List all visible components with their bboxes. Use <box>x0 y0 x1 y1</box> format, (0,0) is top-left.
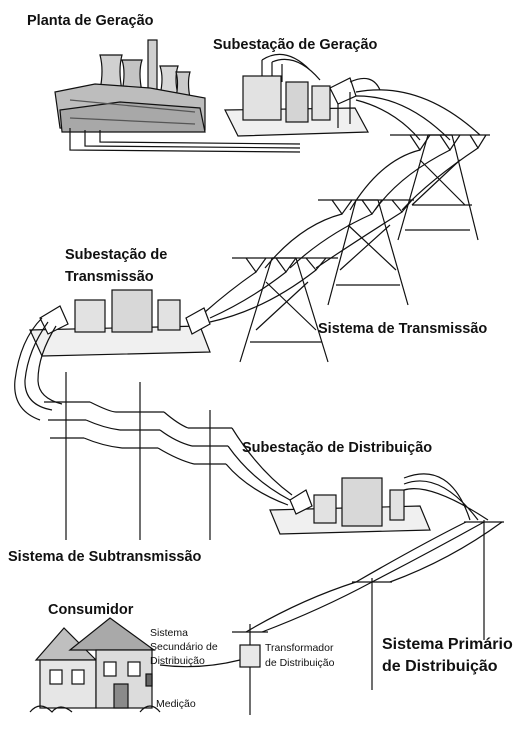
transmission-towers <box>232 89 490 363</box>
generation-plant-illustration <box>54 39 301 153</box>
label-sistema-secundario-line2: Secundário de <box>150 641 218 653</box>
label-transformador-line2: de Distribuição <box>265 657 335 669</box>
primary-distribution-poles <box>245 520 504 690</box>
transmission-substation-illustration <box>14 269 317 421</box>
generation-substation-illustration <box>224 53 381 137</box>
distribution-substation-illustration <box>269 473 489 535</box>
label-sistema-primario-line1: Sistema Primário <box>382 636 513 653</box>
label-subestacao-geracao: Subestação de Geração <box>213 37 378 53</box>
subtransmission-poles <box>44 372 293 540</box>
label-sistema-secundario-line1: Sistema <box>150 627 188 639</box>
label-sistema-secundario-line3: Distribuição <box>150 655 205 667</box>
label-sistema-subtransmissao: Sistema de Subtransmissão <box>8 549 202 565</box>
label-sistema-transmissao: Sistema de Transmissão <box>318 321 488 337</box>
label-subestacao-transmissao-line1: Subestação de <box>65 247 168 263</box>
consumer-house-illustration <box>29 617 161 713</box>
label-subestacao-distribuicao: Subestação de Distribuição <box>242 440 433 456</box>
label-subestacao-transmissao-line2: Transmissão <box>65 269 154 285</box>
label-consumidor: Consumidor <box>48 602 134 618</box>
label-sistema-primario-line2: de Distribuição <box>382 658 498 675</box>
distribution-transformer-pole <box>159 624 268 715</box>
label-planta-geracao: Planta de Geração <box>27 13 154 29</box>
label-transformador-line1: Transformador <box>265 642 334 654</box>
label-medicao: Medição <box>156 698 196 710</box>
